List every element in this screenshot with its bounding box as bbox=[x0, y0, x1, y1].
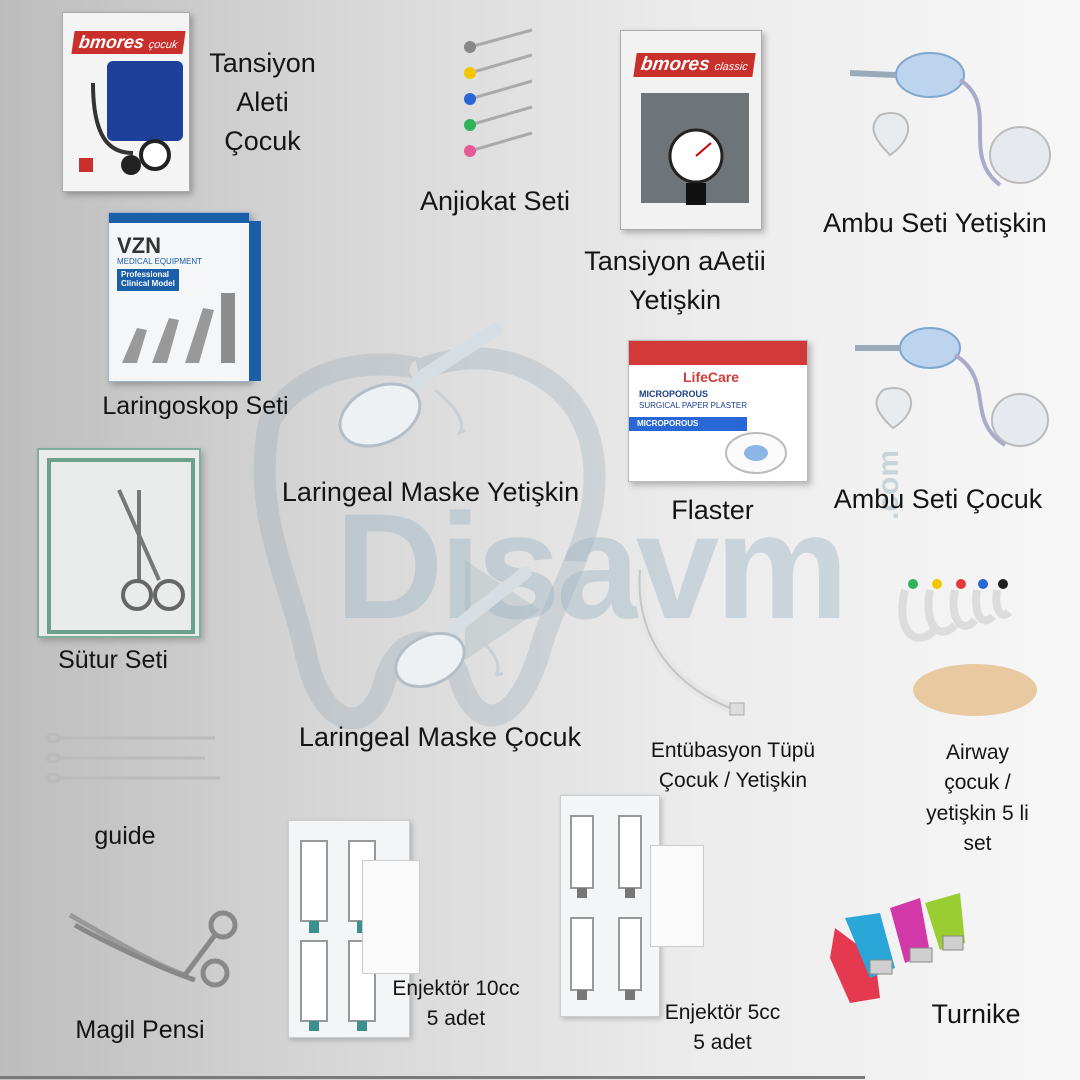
angiocath-icon bbox=[464, 28, 533, 157]
plaster-box: LifeCare MICROPOROUS SURGICAL PAPER PLAS… bbox=[628, 340, 808, 482]
label-syringe-5cc: Enjektör 5cc 5 adet bbox=[664, 1001, 781, 1055]
label-syringe-10cc: Enjektör 10cc 5 adet bbox=[392, 977, 520, 1031]
syringe-5cc-pack bbox=[560, 795, 660, 1017]
label-bp-adult: Tansiyon aAetii Yetişkin bbox=[584, 246, 766, 316]
label-ambu-adult: Ambu Seti Yetişkin bbox=[823, 208, 1047, 238]
airway-set-icon bbox=[898, 579, 1037, 716]
endotracheal-tube-icon bbox=[634, 565, 745, 716]
ambu-bag-adult-icon bbox=[850, 52, 1051, 187]
label-magill: Magil Pensi bbox=[75, 1016, 205, 1044]
bottom-rule bbox=[0, 1076, 865, 1079]
stethoscope-icon bbox=[91, 83, 171, 175]
bp-child-variant: çocuk bbox=[147, 39, 179, 51]
sphygmomanometer-icon bbox=[668, 128, 724, 205]
ambu-bag-child-icon bbox=[855, 327, 1049, 447]
label-tourniquet: Turnike bbox=[931, 999, 1021, 1029]
label-suture: Sütur Seti bbox=[58, 646, 168, 674]
label-lma-adult: Laringeal Maske Yetişkin bbox=[281, 477, 580, 507]
label-ambu-child: Ambu Seti Çocuk bbox=[833, 484, 1043, 514]
tape-roll-icon bbox=[725, 432, 787, 474]
bp-child-brand: bmores bbox=[77, 32, 146, 52]
laryngoscope-box: VZN MEDICAL EQUIPMENT Professional Clini… bbox=[108, 212, 261, 382]
label-laryngoscope: Laringoskop Seti bbox=[102, 392, 289, 420]
label-angiocath: Anjiokat Seti bbox=[419, 186, 571, 216]
laryngoscope-blades-icon bbox=[122, 293, 235, 363]
scissors-icon bbox=[117, 489, 185, 611]
bp-adult-brand: bmores bbox=[639, 54, 712, 75]
lma-adult-icon bbox=[338, 323, 502, 448]
label-airway: Airway çocuk / yetişkin 5 li set bbox=[926, 741, 1029, 856]
lma-child-icon bbox=[394, 566, 532, 689]
suture-pack bbox=[37, 448, 201, 638]
guide-wire-icon bbox=[45, 732, 220, 784]
label-guide: guide bbox=[94, 822, 156, 850]
label-plaster: Flaster bbox=[671, 495, 754, 525]
magill-forceps-icon bbox=[68, 910, 238, 988]
bp-child-cuff bbox=[107, 61, 183, 141]
bp-adult-box: bmores classic bbox=[620, 30, 762, 230]
plaster-brand: LifeCare bbox=[683, 369, 740, 385]
label-bp-child: Tansiyon Aleti Çocuk bbox=[209, 48, 316, 157]
syringe-5cc-icon bbox=[570, 815, 642, 1000]
label-lma-child: Laringeal Maske Çocuk bbox=[298, 722, 582, 752]
bp-child-box: bmores çocuk bbox=[62, 12, 190, 192]
tourniquet-icon bbox=[830, 893, 965, 1003]
bp-adult-variant: classic bbox=[713, 61, 749, 73]
laryngoscope-brand: VZN bbox=[117, 233, 161, 258]
label-ett: Entübasyon Tüpü Çocuk / Yetişkin bbox=[650, 739, 816, 793]
watermark-text: Disavm bbox=[335, 482, 849, 650]
